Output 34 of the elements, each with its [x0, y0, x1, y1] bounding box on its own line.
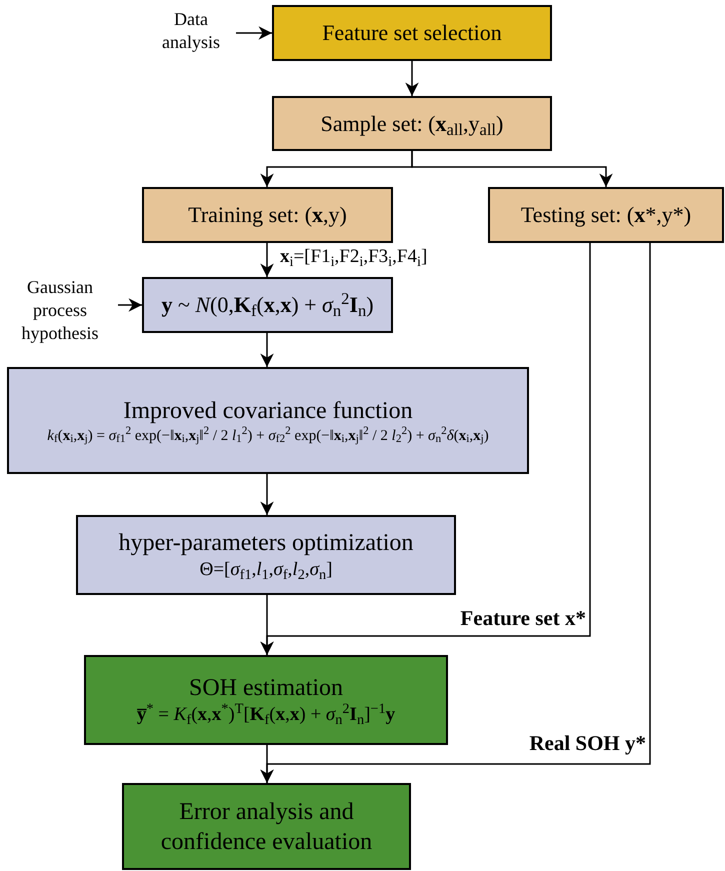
input-label-text: Data analysis — [161, 8, 221, 54]
box-title: Feature set selection — [322, 19, 502, 47]
box-title: Sample set: (x$_{all}$,y$_{all}$) — [320, 110, 504, 138]
arrow — [260, 243, 591, 655]
process-box — [488, 187, 724, 243]
box-title: Improved covariance function — [123, 396, 413, 426]
box-title: Testing set: (x*,y*) — [520, 201, 692, 229]
process-box — [122, 783, 411, 870]
formula: k$_{f}$(x$_{i}$,x$_{j}$) = σ$_{f1}$$^{2}$ exp(−‖x$_{i}$,x$_{j}$‖$^{2}$ / 2 l$_{1}$$^{2}$) + σ$_{f2}$$^{2}$ exp(−‖x$_{i}$,x$_{j}$‖$^{2}$ / 2 l$_{2}$$^{2}$) + σ$_{n}$$^{2}$δ(x$_{i}$,x$_{j}$) — [47, 426, 489, 446]
process-box — [84, 655, 448, 745]
arrow — [260, 474, 274, 515]
arrow — [260, 243, 274, 277]
arrow — [411, 151, 613, 187]
input-label-text: Gaussian process hypothesis — [20, 276, 100, 344]
process-box — [7, 367, 529, 474]
process-box — [272, 5, 552, 61]
arrow — [236, 26, 272, 40]
box-title: hyper-parameters optimization — [118, 529, 414, 558]
arrow — [405, 61, 419, 96]
process-box — [142, 187, 393, 243]
box-title: SOH estimation — [189, 674, 343, 704]
box-title: Error analysis and confidence evaluation — [160, 798, 374, 856]
box-title: Training set: (x,y) — [188, 201, 347, 229]
edge-label: Real SOH y* — [529, 733, 646, 754]
arrow — [260, 333, 274, 367]
box-title: y ~ N(0,K$_{f}$(x,x) + σ$_{n}$$^{2}$I$_{n}$) — [161, 291, 374, 319]
formula: y̅$^{*}$ = K$_{f}$(x,x$^{*}$)$^{T}$[K$_{f}$(x,x) + σ$_{n}$$^{2}$I$_{n}$]$^{−1}$y — [136, 703, 396, 727]
formula: Θ=[σ$_{f1}$,l$_{1}$,σ$_{f}$,l$_{2}$,σ$_{n}$] — [200, 558, 332, 582]
process-box — [76, 515, 456, 595]
arrow — [118, 298, 142, 312]
formula-box — [142, 277, 393, 333]
arrow — [260, 243, 651, 783]
process-box — [272, 96, 552, 151]
edge-label: x$_{i}$=[F1$_{i}$,F2$_{i}$,F3$_{i}$,F4$_{i}$] — [280, 247, 428, 266]
